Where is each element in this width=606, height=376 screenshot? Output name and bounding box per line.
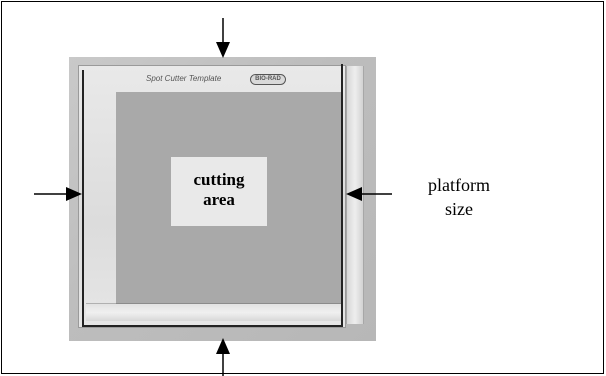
brand-logo: BIO-RAD (250, 74, 286, 85)
cutting-area-label-line1: cutting (193, 170, 245, 189)
arrow-up-bottom (216, 338, 230, 376)
platform-size-label-line2: size (445, 199, 473, 219)
cutting-area-label-line2: area (203, 190, 235, 209)
platform-edge-bottom (82, 325, 343, 327)
platform-edge-left (82, 70, 84, 326)
cutting-area-label-box: cutting area (171, 157, 267, 226)
platform-edge-right (341, 64, 343, 326)
arrow-right-left (34, 187, 82, 201)
platform-size-label-line1: platform (428, 175, 490, 195)
arrow-left-right (346, 187, 392, 201)
arrow-down-top (216, 18, 230, 58)
platform-size-label: platform size (409, 173, 509, 221)
template-title: Spot Cutter Template (146, 74, 222, 83)
